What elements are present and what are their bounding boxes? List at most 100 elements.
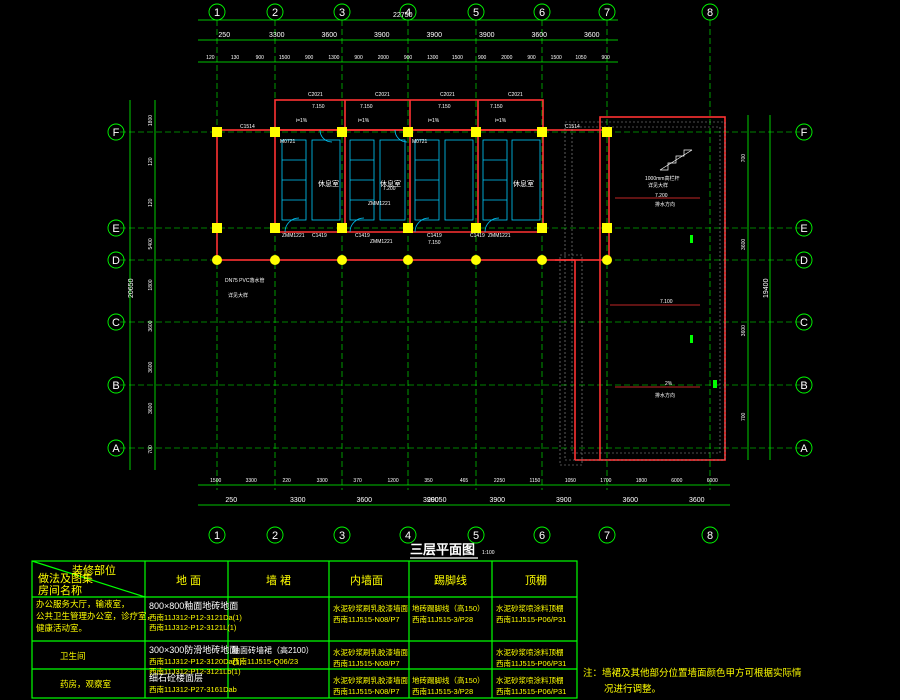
dimension-value: 1050 [565, 478, 576, 484]
window-label: C2021 [440, 92, 455, 98]
toilet-fixtures [281, 139, 541, 221]
floor-ref-cell: 西南11J312-P12-3120Da(1) [149, 656, 242, 666]
axis-label: 6 [539, 530, 545, 542]
column-square [602, 223, 612, 233]
dimension-value: 900 [527, 55, 536, 61]
drain-markers [690, 235, 717, 388]
axis-label: 1 [214, 7, 220, 19]
dimension-value: 3900 [374, 32, 390, 39]
column-square [471, 127, 481, 137]
axis-label: 4 [405, 7, 411, 19]
note-line-2: 况进行调整。 [604, 683, 661, 695]
column-square [212, 223, 222, 233]
ceiling-cell: 水泥砂浆喷涂料顶棚 [496, 675, 564, 685]
column-round [537, 255, 547, 265]
drawing-title: 三层平面图 [410, 542, 475, 557]
top-total-dim: 22750 [393, 12, 413, 19]
dimension-value: 1050 [575, 55, 586, 61]
axis-bubble [467, 526, 485, 544]
room-name-cell: 药房，观察室 [60, 679, 112, 689]
column-square [471, 223, 481, 233]
axis-label: 7 [604, 530, 610, 542]
dimension-texts: 22750 29050 20650 19400 [128, 12, 770, 504]
door-label: ZMM1221 [368, 201, 391, 207]
dimension-value: 3600 [622, 497, 638, 504]
dimension-value: 250 [218, 32, 230, 39]
axis-label: B [800, 380, 807, 392]
slope-label: i=1% [358, 118, 370, 124]
dimension-value: 3900 [489, 497, 505, 504]
skirting-cell: 地砖踢脚线（高150） [412, 675, 485, 685]
elevation-label: 7.150 [428, 240, 441, 246]
floor-finish-cell: 300×300防滑地砖地面 [149, 644, 238, 655]
floor-ref-cell: 西南11J312-P12-3121L(1) [149, 622, 237, 632]
axis-bubble [701, 526, 719, 544]
axis-bubble [795, 219, 813, 237]
axis-label: 2 [272, 7, 278, 19]
column-square [537, 223, 547, 233]
table-column-header: 顶棚 [525, 573, 547, 587]
window-label: C2021 [508, 92, 523, 98]
dimension-value: 3600 [148, 403, 154, 414]
floor-ref-cell: 西南11J312-P12-3121Lb(1) [149, 666, 241, 676]
dimension-value: 3600 [689, 497, 705, 504]
roof-drain-label-2: 排水方向 [655, 392, 675, 399]
axis-bubble [208, 526, 226, 544]
dimension-value: 3600 [741, 325, 747, 336]
window-label: C1419 [427, 233, 442, 239]
axis-bubble [107, 123, 125, 141]
skirting-ref-cell: 西南11J515-3/P28 [412, 686, 473, 696]
parapet-hatch [559, 121, 726, 466]
axis-label: 5 [473, 530, 479, 542]
axis-label: 6 [539, 7, 545, 19]
elevation-label: 7.150 [312, 104, 325, 110]
ceiling-ref-cell: 西南11J515-P06/P31 [496, 614, 566, 624]
axis-label: 2 [272, 530, 278, 542]
door-label: ZMM1221 [488, 233, 511, 239]
axis-bubble [795, 439, 813, 457]
axis-bubble [333, 526, 351, 544]
dimension-value: 5400 [148, 238, 154, 249]
dimension-value: 1500 [210, 478, 221, 484]
floor-finish-cell: 细石砼楼面层 [149, 672, 203, 683]
table-column-header: 踢脚线 [434, 573, 467, 587]
dimension-value: 2000 [501, 55, 512, 61]
column-square [602, 127, 612, 137]
elevation-label: 7.200 [383, 186, 396, 192]
axis-label: 7 [604, 7, 610, 19]
room-name: 休息室 [380, 179, 401, 188]
window-label: C1419 [312, 233, 327, 239]
dimension-value: 220 [282, 478, 291, 484]
dimension-value: 1800 [148, 279, 154, 290]
window-label: C1419 [355, 233, 370, 239]
axis-label: 3 [339, 530, 345, 542]
dimension-value: 700 [741, 154, 747, 163]
column-round [403, 255, 413, 265]
axis-label: A [112, 443, 120, 455]
dimension-value: 1200 [388, 478, 399, 484]
door-swings [284, 129, 500, 233]
axis-bubble [701, 3, 719, 21]
room-name: 休息室 [513, 179, 534, 188]
plan-labels: C2021 C2021 C2021 C2021 C1514 C1514 C141… [225, 92, 679, 399]
right-total-dim: 19400 [763, 278, 770, 298]
dimension-value: 3900 [556, 497, 572, 504]
ceiling-ref-cell: 西南11J515-P06/P31 [496, 686, 566, 696]
dimension-value: 1300 [328, 55, 339, 61]
roof-slope: 2% [665, 381, 673, 387]
axis-bubble [107, 376, 125, 394]
wall-finish-cell: 水泥砂浆刷乳胶漆墙面 [333, 647, 408, 657]
table-header-left: 做法及图集 [38, 571, 93, 585]
dimension-value: 120 [206, 55, 215, 61]
axis-label: B [112, 380, 119, 392]
window-label: C1419 [470, 233, 485, 239]
axis-bubble [399, 526, 417, 544]
elevation-label: 7.150 [438, 104, 451, 110]
pipe-label: DN75 PVC落水管 [225, 277, 264, 284]
axis-bubble [598, 526, 616, 544]
column-round [471, 255, 481, 265]
dimension-value: 3900 [426, 32, 442, 39]
dimension-value: 1800 [636, 478, 647, 484]
